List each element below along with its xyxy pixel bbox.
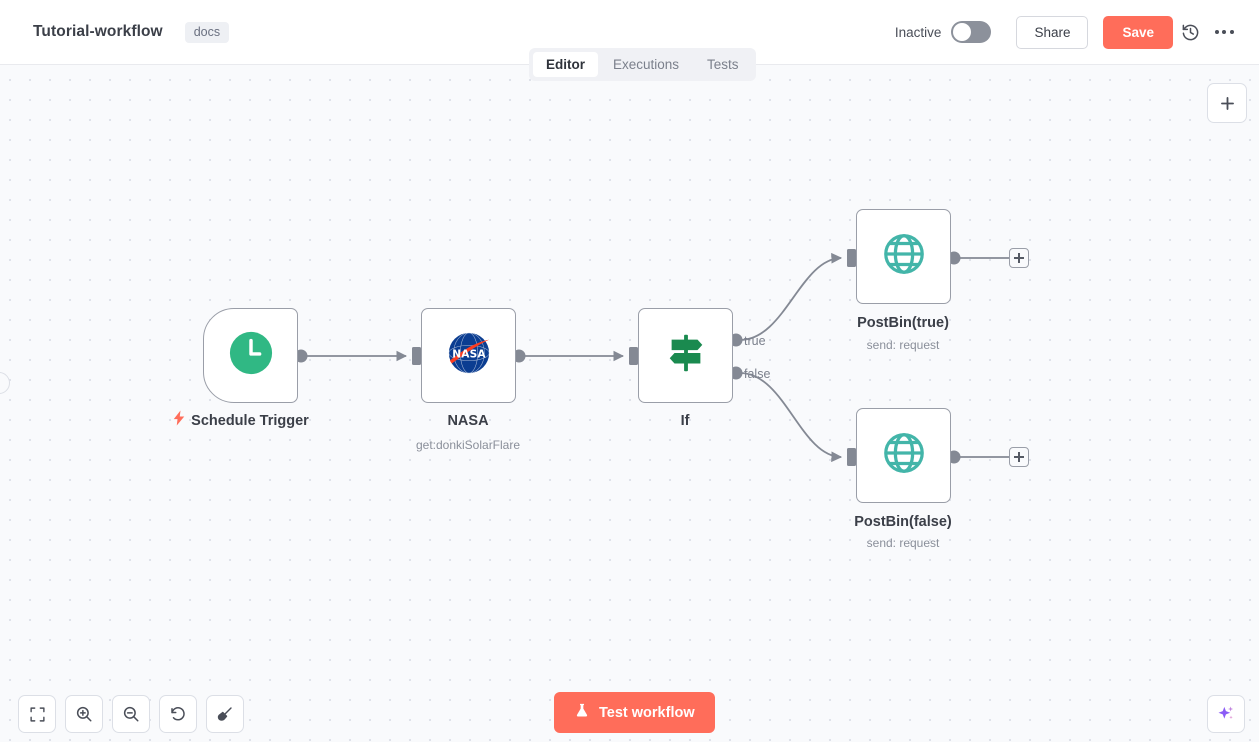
node-label-schedule-trigger: Schedule Trigger <box>191 413 309 429</box>
node-subtitle-postbin-true: send: request <box>866 338 940 352</box>
input-port-nasa <box>412 347 421 365</box>
share-button[interactable]: Share <box>1016 15 1089 49</box>
port-label-true: true <box>744 334 766 348</box>
save-button[interactable]: Save <box>1103 15 1173 49</box>
edge-if-true-postbin-true <box>739 252 843 341</box>
node-postbin-false[interactable] <box>856 408 951 503</box>
workflow-canvas[interactable]: Schedule Trigger NASA NASA get:donkiSola… <box>0 65 1259 742</box>
undo-icon[interactable] <box>159 695 197 733</box>
tab-editor[interactable]: Editor <box>533 52 598 77</box>
node-label-nasa: NASA <box>447 413 489 429</box>
port-label-false: false <box>744 367 771 381</box>
node-label-postbin-true: PostBin(true) <box>857 315 949 331</box>
test-workflow-label: Test workflow <box>599 704 695 721</box>
add-node-after-postbin-false[interactable] <box>1009 447 1029 467</box>
dots-glyph <box>1214 30 1234 34</box>
nasa-logo-icon: NASA <box>446 330 492 381</box>
node-subtitle-postbin-false: send: request <box>866 536 940 550</box>
app-header: Tutorial-workflow docs Inactive Share Sa… <box>0 0 1259 65</box>
node-nasa[interactable]: NASA <box>421 308 516 403</box>
connection-layer <box>294 249 1009 466</box>
tab-tests[interactable]: Tests <box>707 57 739 72</box>
node-if[interactable] <box>638 308 733 403</box>
activate-workflow-toggle[interactable] <box>951 21 992 43</box>
header-actions: Inactive Share Save <box>895 15 1259 49</box>
node-subtitle-nasa: get:donkiSolarFlare <box>415 438 521 452</box>
signpost-icon <box>663 330 709 381</box>
input-port-postbin-true <box>847 249 856 267</box>
activation-status-label: Inactive <box>894 24 942 40</box>
tab-executions[interactable]: Executions <box>613 57 680 72</box>
toggle-knob <box>953 23 972 41</box>
globe-icon <box>881 430 927 481</box>
test-workflow-button[interactable]: Test workflow <box>554 692 715 733</box>
edge-if-false-postbin-false <box>739 372 843 463</box>
workflow-tag-docs[interactable]: docs <box>184 21 230 43</box>
editor-tabs: Editor Executions Tests <box>529 48 756 81</box>
input-port-if <box>629 347 638 365</box>
zoom-in-icon[interactable] <box>65 695 103 733</box>
node-label-postbin-false: PostBin(false) <box>854 514 952 530</box>
more-horizontal-icon[interactable] <box>1207 15 1241 49</box>
trigger-bolt-icon <box>170 406 188 435</box>
node-postbin-true[interactable] <box>856 209 951 304</box>
sparkle-icon[interactable] <box>1207 695 1245 733</box>
svg-text:NASA: NASA <box>452 348 486 360</box>
page-title[interactable]: Tutorial-workflow <box>33 23 163 40</box>
broom-icon[interactable] <box>206 695 244 733</box>
node-schedule-trigger[interactable] <box>203 308 298 403</box>
globe-icon <box>881 231 927 282</box>
input-port-postbin-false <box>847 448 856 466</box>
canvas-toolbar <box>18 695 244 733</box>
clock-icon <box>228 330 274 381</box>
fit-screen-icon[interactable] <box>18 695 56 733</box>
add-node-button[interactable] <box>1207 83 1247 123</box>
add-node-after-postbin-true[interactable] <box>1009 248 1029 268</box>
history-icon[interactable] <box>1173 15 1207 49</box>
flask-icon <box>574 702 590 723</box>
node-label-if: If <box>680 413 690 429</box>
zoom-out-icon[interactable] <box>112 695 150 733</box>
